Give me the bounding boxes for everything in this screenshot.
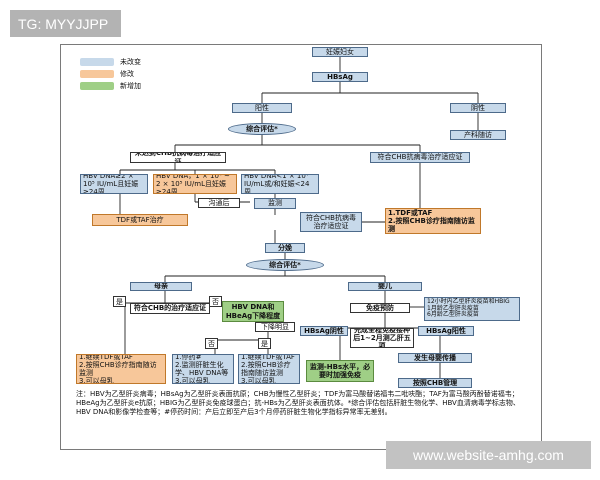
completed-immunization-node: 完成全程免疫接种后1~2月测乙肝五项	[350, 328, 414, 348]
mother-meets-indication-node: 符合CHB的治疗适应证	[130, 303, 210, 314]
delivery-node: 分娩	[265, 243, 305, 253]
no-tag-2: 否	[205, 338, 218, 349]
chb-management-node: 按照CHB管理	[398, 378, 472, 388]
no-tag-1: 否	[209, 296, 222, 307]
hbsag-node: HBsAg	[312, 72, 368, 82]
mother-to-child-transmission-node: 发生母婴传播	[398, 353, 472, 363]
meets-result-node: 1.TDF或TAF 2.按照CHB诊疗指南随访监测	[385, 208, 481, 234]
continue-result-node: 1.继续TDF或TAF 2.按照CHB诊疗指南随访监测 3.可以母乳	[238, 354, 300, 384]
mother-node: 母亲	[130, 282, 192, 291]
infant-node: 婴儿	[348, 282, 422, 291]
yes-tag-2: 是	[258, 338, 271, 349]
positive-node: 阳性	[232, 103, 292, 113]
comprehensive-assessment-2-oval: 综合评估*	[246, 259, 324, 271]
no-indication-node: 未达到CHB抗病毒治疗适应证	[130, 152, 226, 163]
watermark-bottom: www.website-amhg.com	[386, 441, 591, 469]
watermark-top: TG: MYYJJPP	[10, 10, 121, 37]
stop-drug-result-node: 1.停药# 2.监测肝脏生化学、HBV DNA等 3.可以母乳	[172, 354, 234, 384]
mother-yes-result-node: 1.继续TDF或TAF 2.按照CHB诊疗指南随访监测 3.可以母乳	[76, 354, 166, 384]
legend-label-modified: 修改	[120, 70, 134, 78]
comprehensive-assessment-oval: 综合评估*	[228, 123, 296, 135]
pregnant-woman-node: 妊娠妇女	[312, 47, 368, 57]
obstetric-followup-node: 产科随访	[450, 130, 506, 140]
legend-label-unchanged: 未改变	[120, 58, 141, 66]
immunoprophylaxis-node: 免疫预防	[350, 303, 410, 313]
dna-low-node: HBV DNA<1 × 10⁴ IU/mL或/和妊娠<24周	[241, 174, 319, 194]
hbsag-negative-node: HBsAg阴性	[300, 326, 348, 336]
meets-indication-node: 符合CHB抗病毒治疗适应证	[370, 152, 470, 163]
legend-swatch-new	[80, 82, 114, 90]
immunization-schedule-node: 12小时内乙型肝炎疫苗和HBIG 1月龄乙型肝炎疫苗 6月龄乙型肝炎疫苗	[424, 297, 520, 321]
legend-swatch-unchanged	[80, 58, 114, 66]
after-communication-node: 沟通后	[198, 198, 240, 208]
dna-decline-node: HBV DNA和HBeAg下降程度	[222, 301, 284, 322]
negative-node: 阴性	[450, 103, 506, 113]
tdf-taf-treatment-node: TDF或TAF治疗	[92, 214, 188, 226]
decline-obvious-node: 下降明显	[255, 322, 295, 332]
legend-label-new: 新增加	[120, 82, 141, 90]
dna-mid-node: HBV DNA，1 × 10⁴ ~ 2 × 10⁵ IU/mL且妊娠≥24周	[153, 174, 237, 194]
legend-swatch-modified	[80, 70, 114, 78]
monitor-antihbs-node: 监测-HBs水平，必要时加强免疫	[306, 360, 374, 382]
meets-indication-2-node: 符合CHB抗病毒治疗适应证	[300, 212, 362, 232]
yes-tag-1: 是	[113, 296, 126, 307]
dna-high-node: HBV DNA≥2 × 10⁵ IU/mL且妊娠≥24周	[80, 174, 148, 194]
monitor-node: 监测	[254, 198, 296, 209]
footnote: 注：HBV为乙型肝炎病毒；HBsAg为乙型肝炎表面抗原；CHB为慢性乙型肝炎；T…	[76, 390, 520, 416]
hbsag-positive-node: HBsAg阳性	[418, 326, 474, 336]
